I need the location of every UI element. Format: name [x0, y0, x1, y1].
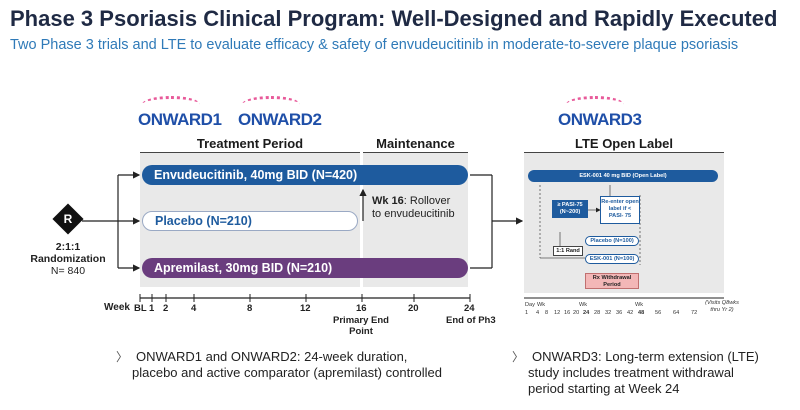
lte-wk-label-3: Wk	[635, 302, 644, 308]
lte-tick-36: 36	[616, 310, 623, 316]
axis-tick-16: 16	[356, 303, 367, 314]
lte-wk-label-day: Day	[525, 302, 535, 308]
lte-tick-8: 8	[545, 310, 549, 316]
rollover-text-1: : Rollover	[403, 195, 451, 207]
page-title: Phase 3 Psoriasis Clinical Program: Well…	[10, 6, 778, 31]
axis-label-week: Week	[104, 302, 130, 313]
chevron-right-icon: 〉	[116, 350, 129, 364]
axis-tick-1: 1	[149, 303, 155, 314]
rollover-week: Wk 16	[372, 195, 404, 207]
rollover-note: Wk 16: Rollover	[372, 195, 450, 207]
lte-placebo-box: Placebo (N=100)	[585, 236, 639, 246]
arm-placebo: Placebo (N=210)	[142, 211, 358, 231]
lte-tick-12: 12	[554, 310, 561, 316]
lte-tick-32: 32	[605, 310, 612, 316]
lte-tick-48: 48	[638, 310, 645, 316]
onward3-logo: ONWARD3	[558, 110, 642, 129]
bullet-left-line-2: placebo and active comparator (apremilas…	[132, 365, 442, 380]
arm-envudeucitinib: Envudeucitinib, 40mg BID (N=420)	[142, 165, 468, 185]
onward1-logo-arc	[142, 96, 200, 113]
bullet-right-line-3: period starting at Week 24	[528, 381, 680, 396]
lte-wk-label-1: Wk	[537, 302, 546, 308]
axis-tick-24: 24	[464, 303, 475, 314]
chevron-right-icon: 〉	[512, 350, 525, 364]
page-subtitle: Two Phase 3 trials and LTE to evaluate e…	[10, 37, 739, 53]
primary-endpoint-label: Primary End Point	[333, 315, 389, 337]
arm-apremilast: Apremilast, 30mg BID (N=210)	[142, 258, 468, 278]
lte-tick-1: 1	[525, 310, 529, 316]
lte-esk-box: ESK-001 (N=100)	[585, 254, 639, 264]
lte-tick-20: 20	[573, 310, 580, 316]
lte-tick-16: 16	[564, 310, 571, 316]
randomization-label: Randomization	[30, 253, 106, 265]
lte-pasi75-box: ≥ PASI-75 (N~200)	[552, 200, 588, 218]
lte-rand-box: 1:1 Rand	[553, 246, 583, 256]
axis-tick-bl: BL	[134, 303, 147, 314]
axis-tick-2: 2	[163, 303, 169, 314]
onward2-logo-arc	[242, 96, 300, 113]
lte-header-rule	[524, 152, 724, 153]
axis-tick-12: 12	[300, 303, 311, 314]
lte-tick-24: 24	[583, 310, 590, 316]
maintenance-header-rule	[363, 152, 468, 153]
treatment-header-rule	[140, 152, 360, 153]
treatment-period-header: Treatment Period	[196, 136, 304, 151]
lte-tick-4: 4	[536, 310, 540, 316]
bullet-left-line-1: ONWARD1 and ONWARD2: 24-week duration,	[136, 349, 408, 364]
bullet-right-line-2: study includes treatment withdrawal	[528, 365, 734, 380]
lte-wk-label-2: Wk	[579, 302, 588, 308]
lte-reenter-box: Re-enter open label if < PASI- 75	[600, 196, 640, 224]
randomization-ratio: 2:1:1	[55, 241, 81, 253]
end-of-ph3-label: End of Ph3	[446, 315, 496, 326]
onward2-logo: ONWARD2	[238, 110, 322, 129]
bullet-right: 〉 ONWARD3: Long-term extension (LTE) stud…	[512, 349, 792, 397]
randomization-symbol: R	[63, 212, 73, 226]
maintenance-header: Maintenance	[376, 136, 455, 151]
lte-withdrawal-box: Rx Withdrawal Period	[585, 273, 639, 289]
lte-tick-56: 56	[655, 310, 662, 316]
lte-visits-note: (Visits Q8wks thru Yr 2)	[705, 300, 739, 313]
bullet-left: 〉ONWARD1 and ONWARD2: 24-week duration, …	[116, 349, 506, 381]
lte-tick-42: 42	[627, 310, 634, 316]
randomization-n: N= 840	[50, 265, 86, 277]
lte-tick-72: 72	[691, 310, 698, 316]
bullet-right-line-1: ONWARD3: Long-term extension (LTE)	[532, 349, 759, 364]
axis-tick-20: 20	[408, 303, 419, 314]
axis-tick-8: 8	[247, 303, 253, 314]
axis-tick-4: 4	[191, 303, 197, 314]
rollover-text-2: to envudeucitinib	[372, 208, 455, 220]
onward3-logo-arc	[566, 96, 624, 113]
onward1-logo: ONWARD1	[138, 110, 222, 129]
lte-main-bar: ESK-001 40 mg BID (Open Label)	[528, 170, 718, 182]
lte-tick-28: 28	[594, 310, 601, 316]
lte-header: LTE Open Label	[575, 136, 673, 151]
lte-tick-64: 64	[673, 310, 680, 316]
